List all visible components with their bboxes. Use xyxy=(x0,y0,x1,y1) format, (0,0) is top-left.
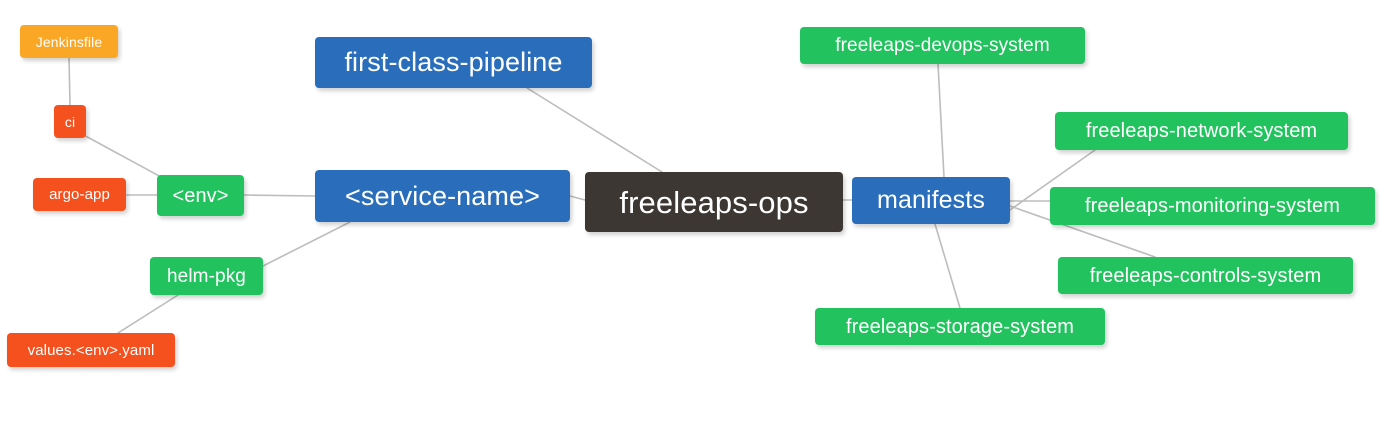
mindmap-node-freeleaps-network-system[interactable]: freeleaps-network-system xyxy=(1055,112,1348,150)
node-label-freeleaps-devops-system: freeleaps-devops-system xyxy=(835,35,1050,56)
mindmap-node-freeleaps-devops-system[interactable]: freeleaps-devops-system xyxy=(800,27,1085,64)
node-label-freeleaps-storage-system: freeleaps-storage-system xyxy=(845,315,1075,338)
node-label-manifests: manifests xyxy=(877,186,985,214)
node-label-values-yaml: values.<env>.yaml xyxy=(27,341,155,359)
edge-manifests-to-freeleaps-storage-system xyxy=(934,223,961,309)
mindmap-node-jenkinsfile[interactable]: Jenkinsfile xyxy=(20,25,118,58)
node-label-argo-app: argo-app xyxy=(49,186,110,203)
edge-manifests-to-freeleaps-devops-system xyxy=(937,63,945,178)
mindmap-node-argo-app[interactable]: argo-app xyxy=(33,178,126,211)
node-label-first-class-pipeline: first-class-pipeline xyxy=(344,47,563,77)
mindmap-node-helm-pkg[interactable]: helm-pkg xyxy=(150,257,263,295)
mindmap-node-service-name[interactable]: <service-name> xyxy=(315,170,570,222)
edge-env-to-service-name xyxy=(243,194,316,197)
mindmap-node-freeleaps-controls-system[interactable]: freeleaps-controls-system xyxy=(1058,257,1353,294)
edge-helm-pkg-to-values-yaml xyxy=(117,294,179,334)
edge-jenkinsfile-to-ci xyxy=(68,57,71,106)
edge-first-class-pipeline-to-freeleaps-ops xyxy=(526,87,663,173)
node-label-freeleaps-network-system: freeleaps-network-system xyxy=(1085,120,1318,142)
node-label-freeleaps-ops: freeleaps-ops xyxy=(619,184,809,220)
mindmap-node-manifests[interactable]: manifests xyxy=(852,177,1010,224)
mindmap-node-env[interactable]: <env> xyxy=(157,175,244,216)
mindmap-node-freeleaps-ops[interactable]: freeleaps-ops xyxy=(585,172,843,232)
mindmap-node-freeleaps-storage-system[interactable]: freeleaps-storage-system xyxy=(815,308,1105,345)
mindmap-node-first-class-pipeline[interactable]: first-class-pipeline xyxy=(315,37,592,88)
mindmap-node-ci[interactable]: ci xyxy=(54,105,86,138)
node-label-helm-pkg: helm-pkg xyxy=(167,265,246,287)
edge-service-name-to-helm-pkg xyxy=(262,221,351,267)
node-label-jenkinsfile: Jenkinsfile xyxy=(35,33,103,50)
mindmap-node-freeleaps-monitoring-system[interactable]: freeleaps-monitoring-system xyxy=(1050,187,1375,225)
node-label-service-name: <service-name> xyxy=(345,180,540,211)
edge-service-name-to-freeleaps-ops xyxy=(569,195,586,201)
mindmap-node-values-yaml[interactable]: values.<env>.yaml xyxy=(7,333,175,367)
node-label-freeleaps-monitoring-system: freeleaps-monitoring-system xyxy=(1084,195,1340,217)
node-label-env: <env> xyxy=(172,184,229,207)
node-label-freeleaps-controls-system: freeleaps-controls-system xyxy=(1089,264,1322,287)
node-label-ci: ci xyxy=(64,113,76,130)
